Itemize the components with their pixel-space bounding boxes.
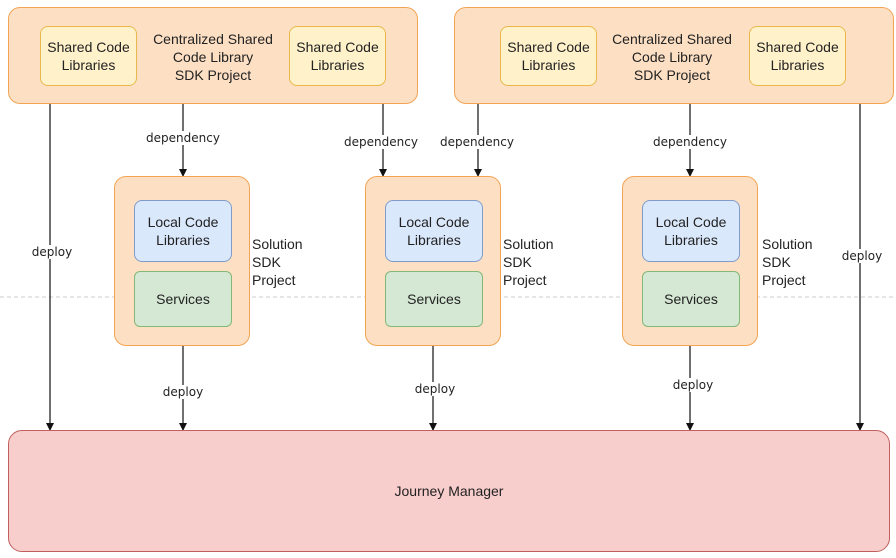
solution-sdk-project-caption: Solution SDK Project: [503, 236, 554, 288]
dependency-label: dependency: [439, 135, 515, 149]
deploy-label: deploy: [413, 382, 457, 396]
deploy-label: deploy: [30, 245, 74, 259]
dependency-label: dependency: [343, 135, 419, 149]
shared-code-libraries-box: Shared Code Libraries: [289, 26, 386, 86]
dependency-label: dependency: [145, 131, 221, 145]
solution-sdk-project-caption: Solution SDK Project: [252, 236, 303, 288]
deploy-label: deploy: [671, 378, 715, 392]
shared-code-libraries-box: Shared Code Libraries: [500, 26, 597, 86]
shared-code-libraries-box: Shared Code Libraries: [40, 26, 137, 86]
centralized-project-title: Centralized Shared Code Library SDK Proj…: [612, 31, 732, 83]
dependency-label: dependency: [652, 135, 728, 149]
local-code-libraries-box: Local Code Libraries: [385, 200, 483, 262]
centralized-project-title: Centralized Shared Code Library SDK Proj…: [153, 31, 273, 83]
services-box: Services: [642, 271, 740, 327]
shared-code-libraries-box: Shared Code Libraries: [749, 26, 846, 86]
journey-manager-box: Journey Manager: [8, 430, 890, 552]
services-box: Services: [134, 271, 232, 327]
solution-sdk-project-caption: Solution SDK Project: [762, 236, 813, 288]
local-code-libraries-box: Local Code Libraries: [134, 200, 232, 262]
local-code-libraries-box: Local Code Libraries: [642, 200, 740, 262]
deploy-label: deploy: [161, 385, 205, 399]
deploy-label: deploy: [840, 249, 884, 263]
services-box: Services: [385, 271, 483, 327]
